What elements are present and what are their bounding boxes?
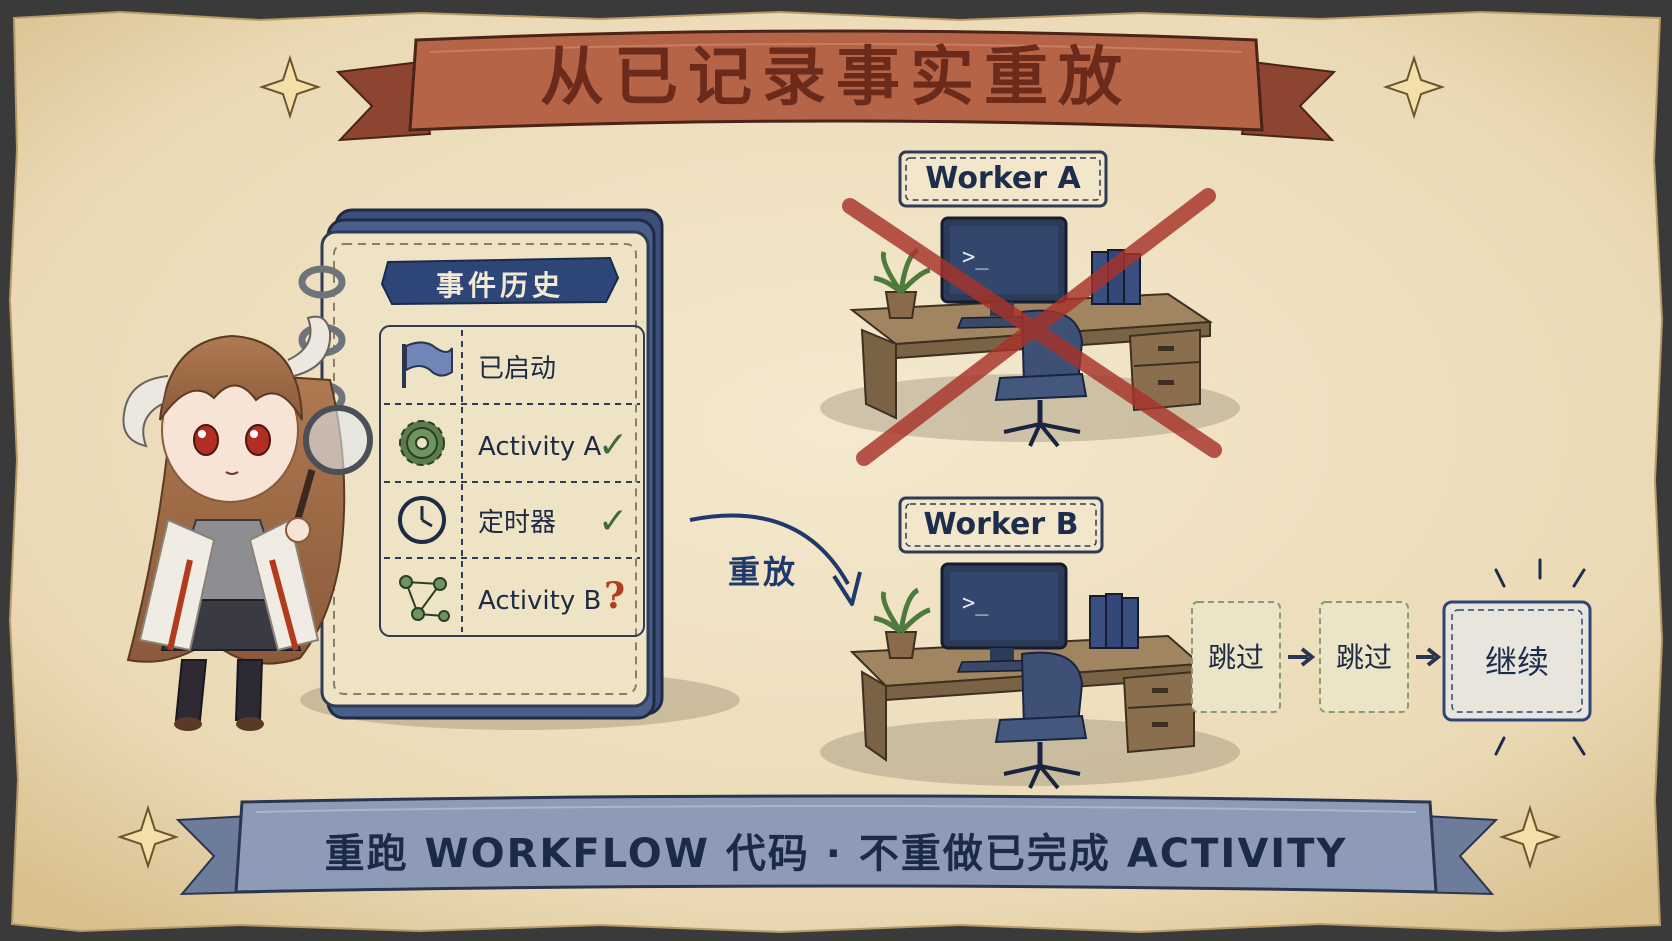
office-chair-icon (994, 651, 1088, 790)
character-with-magnifier (122, 315, 373, 731)
event-started-label: 已启动 (478, 354, 557, 384)
flag-icon (402, 341, 453, 388)
gear-icon (399, 420, 445, 466)
event-history-notebook (298, 208, 664, 720)
step-skip-2: 跳过 (1335, 641, 1392, 674)
worker-a-label-box (898, 150, 1108, 208)
sparkle-icon (116, 54, 1562, 870)
clock-icon (398, 496, 446, 544)
worker-b-label-box (898, 496, 1104, 554)
bottom-banner (175, 794, 1499, 896)
bottom-banner-text: 重跑 WORKFLOW 代码 · 不重做已完成 ACTIVITY (324, 831, 1348, 877)
svg-text:>_: >_ (962, 245, 989, 270)
worker-b-desk: >_ (820, 562, 1240, 790)
worker-b-label: Worker B (923, 507, 1079, 542)
plant-icon (873, 247, 931, 319)
burst-lines-icon (1494, 558, 1586, 756)
process-steps (1191, 558, 1592, 756)
svg-text:>_: >_ (962, 591, 989, 616)
worker-a-desk: >_ (820, 188, 1240, 466)
replay-label: 重放 (728, 553, 799, 591)
binders-icon (1089, 593, 1139, 649)
event-activity-a-label: Activity A (478, 432, 602, 462)
checkmark-icon: ✓ (598, 501, 629, 542)
crossed-out-icon (842, 188, 1222, 466)
step-skip-1: 跳过 (1207, 641, 1264, 674)
graph-nodes-icon (399, 575, 450, 622)
title-ribbon (335, 29, 1337, 142)
event-activity-b-label: Activity B (478, 586, 602, 616)
replay-arrow (689, 513, 850, 585)
event-timer-label: 定时器 (478, 508, 557, 538)
question-mark-icon: ? (604, 575, 626, 617)
worker-a-label: Worker A (925, 161, 1081, 196)
step-continue: 继续 (1484, 643, 1549, 681)
checkmark-icon: ✓ (598, 425, 629, 466)
plant-icon (873, 587, 931, 659)
event-history-heading: 事件历史 (435, 269, 564, 302)
page-title: 从已记录事实重放 (540, 40, 1132, 115)
